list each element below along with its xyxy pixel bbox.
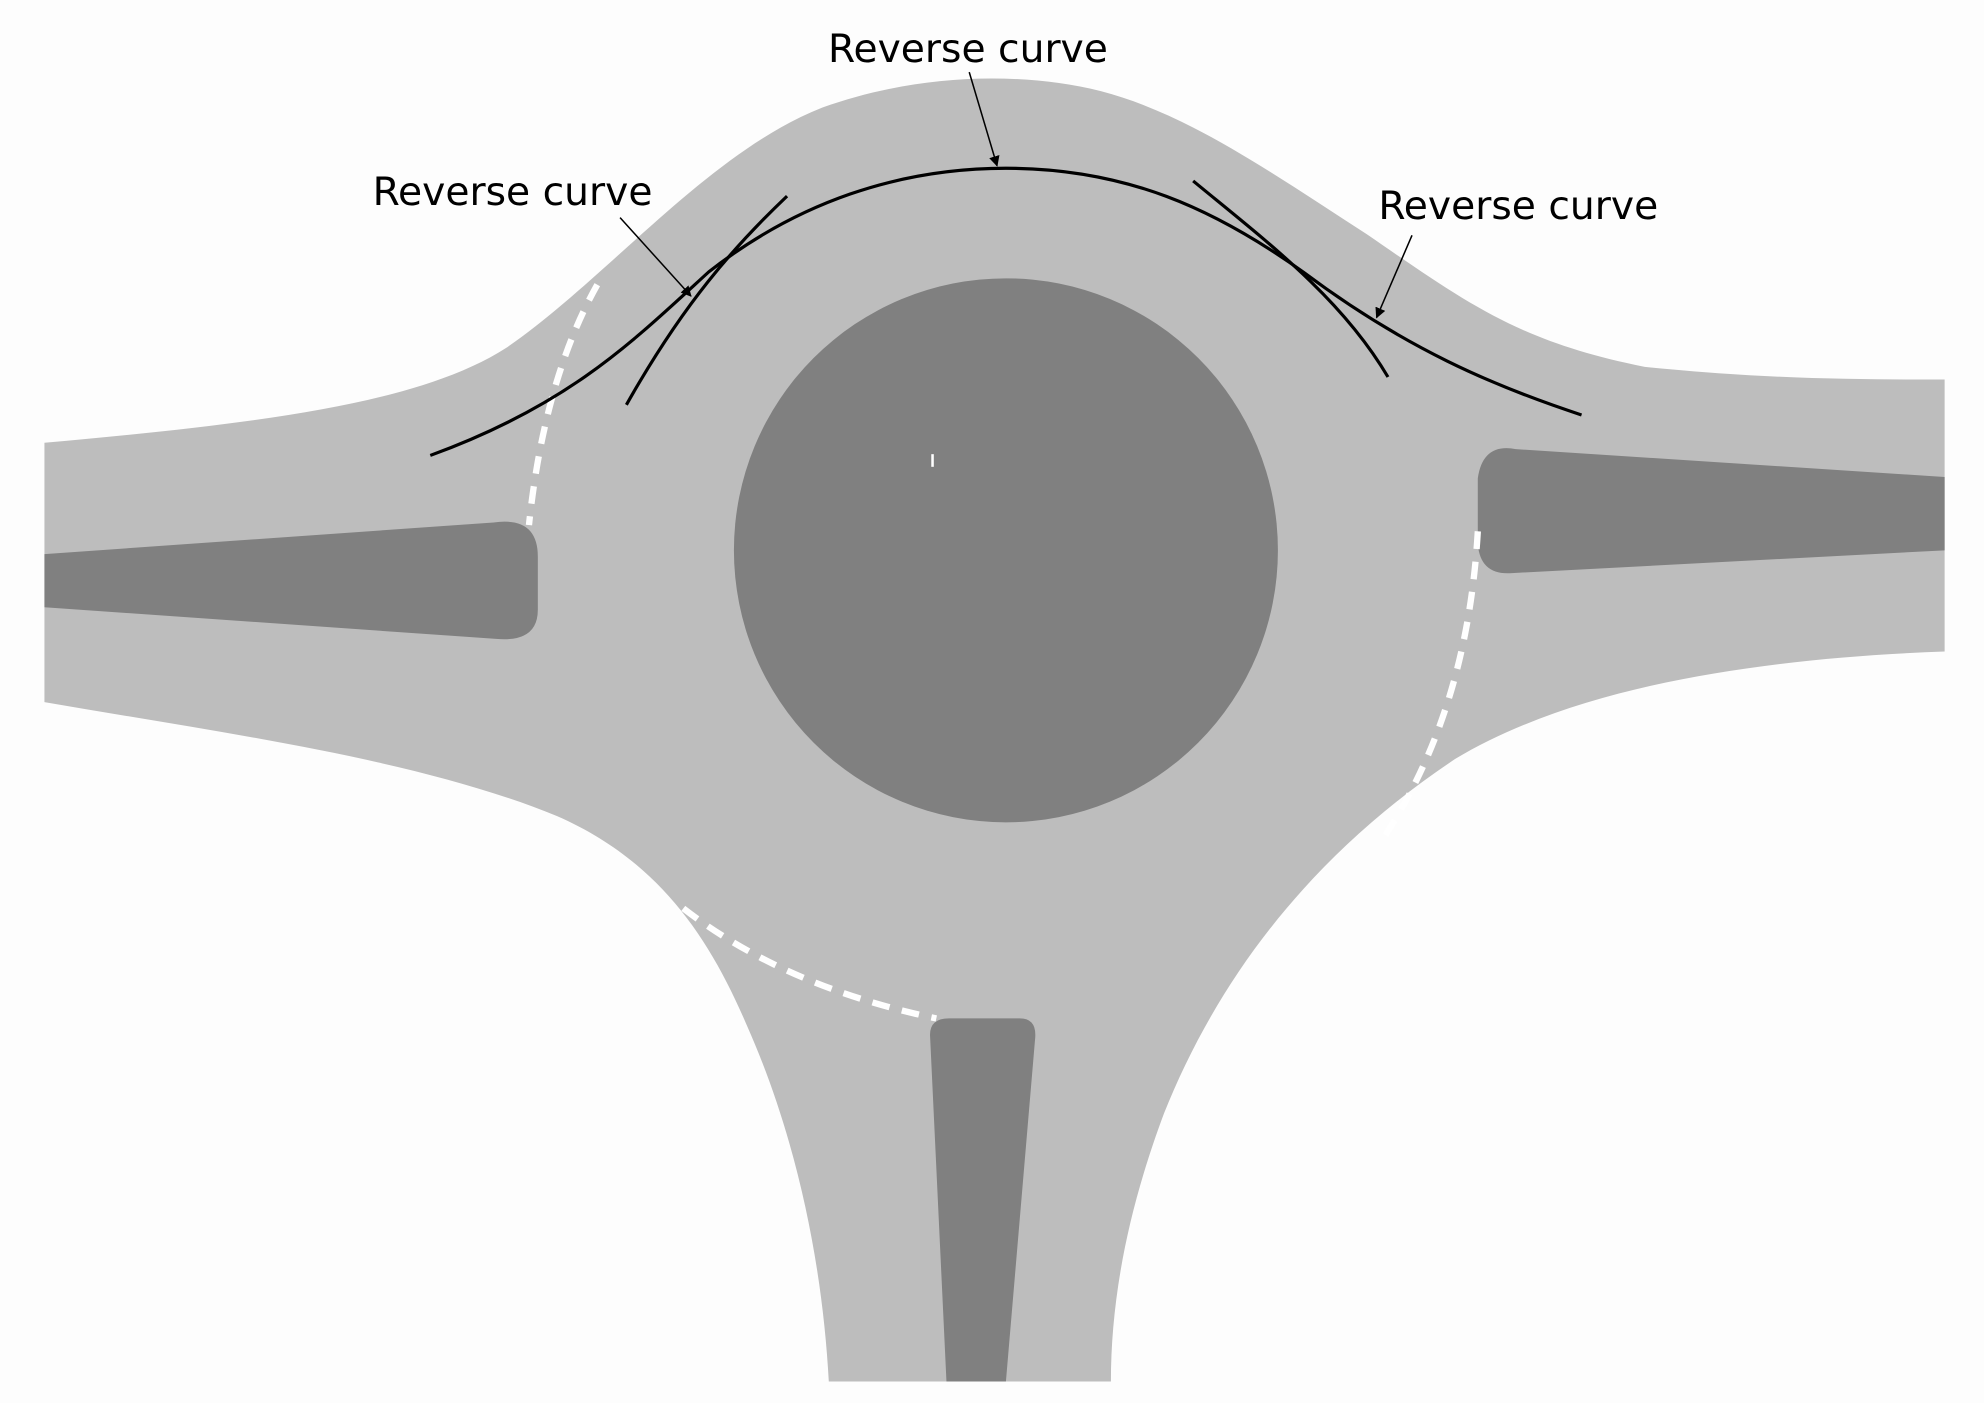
- arrow-right: [1375, 235, 1413, 319]
- tangent-curve-right: [1192, 179, 1390, 378]
- vehicle-path-curves: [429, 166, 1583, 457]
- yield-line-left: [525, 283, 601, 526]
- splitter-island-left: [44, 521, 538, 640]
- arrow-top: [968, 71, 1000, 167]
- arrow-left: [619, 217, 692, 297]
- splitter-island-bottom: [930, 1018, 1036, 1382]
- main-arc: [429, 166, 1583, 457]
- central-island: [733, 278, 1278, 823]
- tangent-curve-left: [625, 194, 789, 406]
- yield-line-right: [1382, 531, 1481, 837]
- label-reverse-curve-top: Reverse curve: [828, 27, 1108, 72]
- splitter-island-right: [1477, 448, 1945, 574]
- yield-lines: [525, 283, 1481, 1022]
- label-reverse-curve-left: Reverse curve: [373, 170, 653, 215]
- yield-line-bottom: [681, 905, 937, 1022]
- center-mark: [931, 454, 934, 467]
- label-arrows: [619, 71, 1413, 319]
- label-reverse-curve-right: Reverse curve: [1378, 184, 1658, 229]
